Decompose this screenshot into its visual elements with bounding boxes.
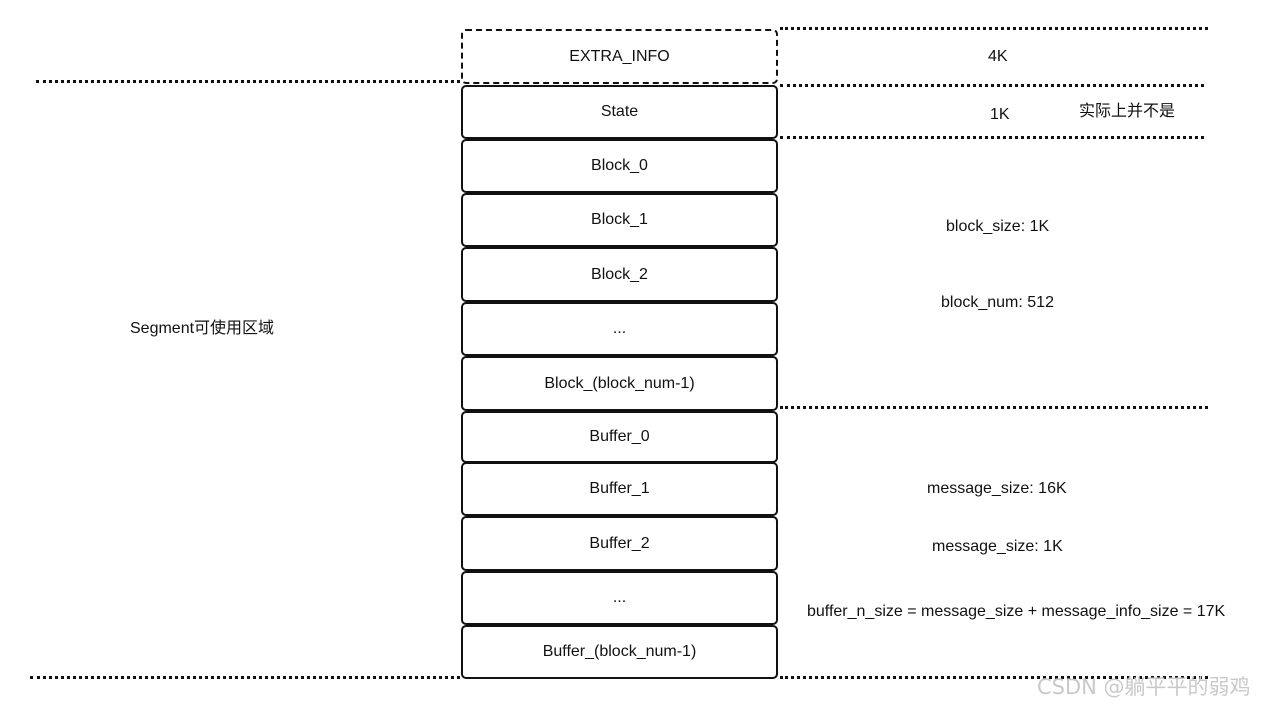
state-size-label: 1K [990, 106, 1010, 123]
dotted-line-bottom-right [780, 676, 1208, 679]
buffer-last-label: Buffer_(block_num-1) [542, 643, 697, 660]
block-last-box: Block_(block_num-1) [461, 356, 778, 411]
message-size-16k-label: message_size: 16K [927, 480, 1067, 497]
buffer-ellipsis-box: ... [461, 571, 778, 625]
block-2-label: Block_2 [591, 265, 648, 283]
block-ellipsis-label: ... [612, 320, 627, 337]
extra-info-box: EXTRA_INFO [461, 29, 778, 84]
dotted-line-below-state [780, 136, 1204, 139]
block-size-label: block_size: 1K [946, 218, 1050, 235]
dotted-line-below-blocks [780, 406, 1208, 409]
dotted-line-top-right [780, 27, 1208, 30]
extra-info-size-label: 4K [988, 48, 1008, 65]
block-0-label: Block_0 [591, 157, 648, 174]
message-size-1k-label: message_size: 1K [932, 538, 1063, 555]
csdn-watermark: CSDN @躺平平的弱鸡 [1037, 675, 1251, 699]
segment-region-label: Segment可使用区域 [130, 320, 275, 337]
block-ellipsis-box: ... [461, 302, 778, 356]
block-0-box: Block_0 [461, 139, 778, 193]
dotted-line-below-extra-info [780, 84, 1204, 87]
dotted-line-bottom-left [30, 676, 460, 679]
buffer-2-label: Buffer_2 [589, 534, 650, 552]
buffer-0-label: Buffer_0 [589, 428, 650, 445]
block-last-label: Block_(block_num-1) [544, 374, 695, 392]
block-1-box: Block_1 [461, 193, 778, 247]
block-num-label: block_num: 512 [941, 294, 1054, 311]
buffer-n-size-label: buffer_n_size = message_size + message_i… [807, 603, 1226, 620]
state-label: State [600, 103, 639, 120]
block-2-box: Block_2 [461, 247, 778, 302]
dotted-line-top-left [36, 80, 460, 83]
state-note-label: 实际上并不是 [1079, 103, 1176, 120]
buffer-1-box: Buffer_1 [461, 462, 778, 516]
buffer-0-box: Buffer_0 [461, 411, 778, 463]
state-box: State [461, 85, 778, 139]
buffer-ellipsis-label: ... [612, 589, 627, 606]
extra-info-label: EXTRA_INFO [569, 47, 670, 65]
block-1-label: Block_1 [591, 211, 648, 228]
buffer-1-label: Buffer_1 [589, 480, 650, 497]
buffer-2-box: Buffer_2 [461, 516, 778, 571]
buffer-last-box: Buffer_(block_num-1) [461, 625, 778, 679]
